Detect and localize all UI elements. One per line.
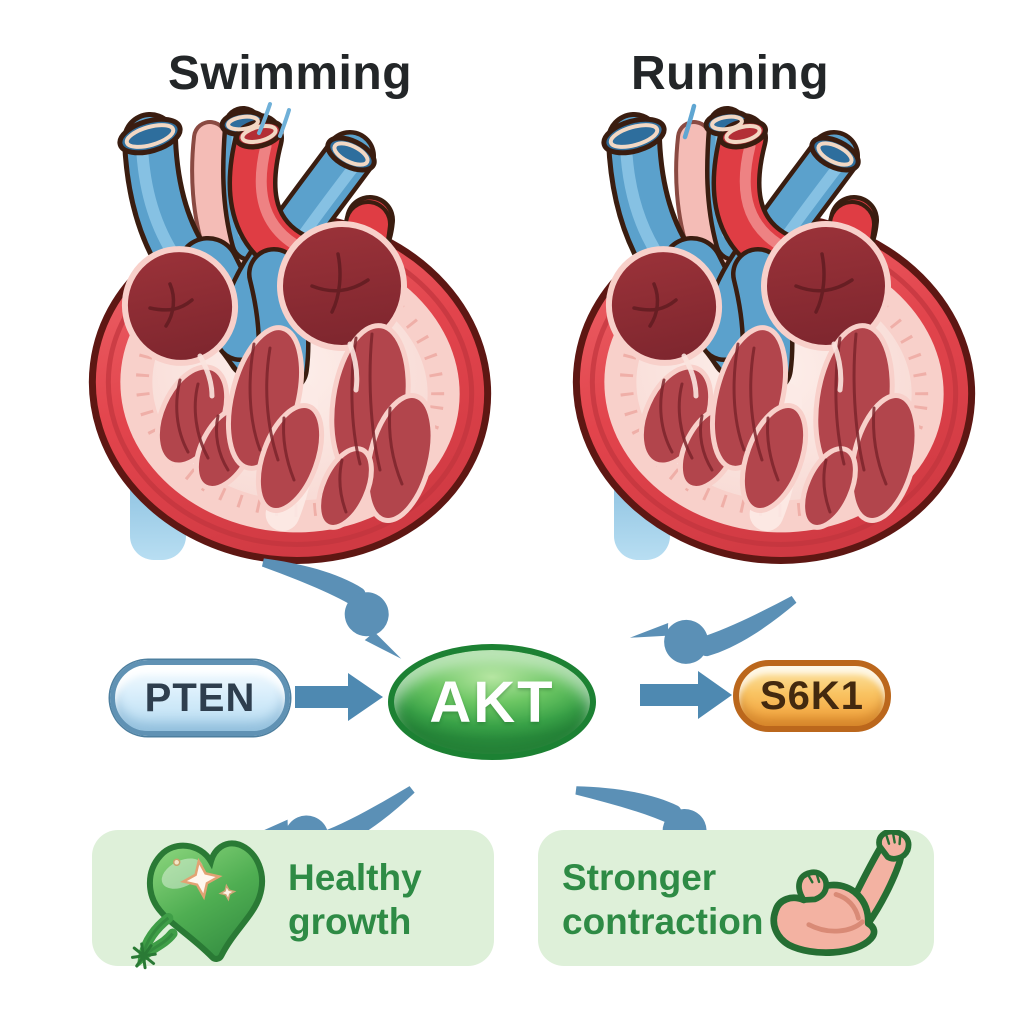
node-pten: PTEN: [110, 660, 290, 736]
panel-title-swimming: Swimming: [167, 47, 413, 100]
node-akt: AKT: [388, 644, 596, 760]
outcome-box-stronger-contraction: Stronger contraction: [538, 830, 934, 966]
block-arrow-akt-to-s6k1: [640, 671, 732, 719]
heart-cross-section-illustration-running: [534, 98, 1004, 578]
sparkle-heart-icon: [131, 840, 266, 970]
outcome-label-healthy-growth: Healthy growth: [288, 857, 422, 942]
bicep-icon: [770, 830, 912, 956]
outcome-box-healthy-growth: Healthy growth: [92, 830, 494, 970]
node-pten-label: PTEN: [144, 675, 256, 720]
node-s6k1-label: S6K1: [759, 673, 865, 718]
node-s6k1: S6K1: [733, 660, 891, 732]
node-akt-label: AKT: [429, 669, 555, 735]
block-arrow-pten-to-akt: [295, 673, 383, 721]
heart-cross-section-illustration-swimming: [50, 98, 520, 578]
panel-title-running: Running: [630, 47, 830, 100]
